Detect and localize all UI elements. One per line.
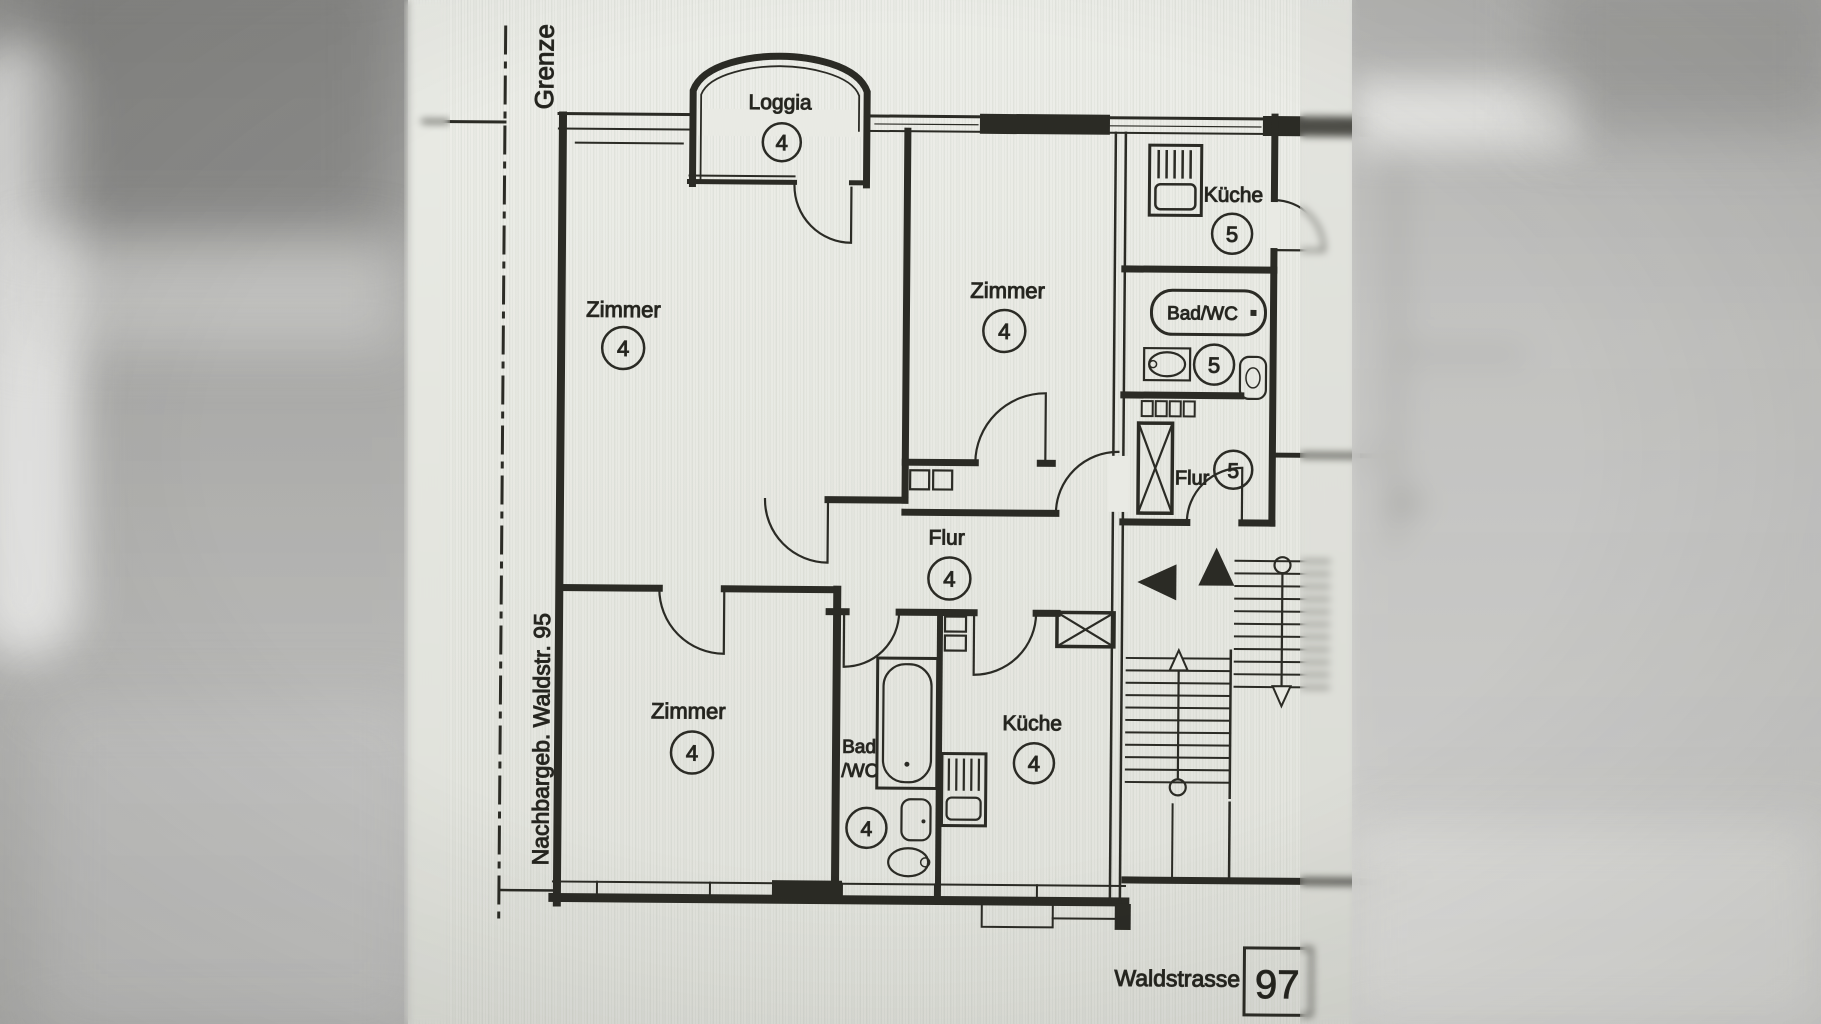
boundary-label: Grenze bbox=[529, 24, 560, 109]
room-label: Zimmer bbox=[651, 698, 726, 724]
room-number-circle bbox=[1210, 212, 1254, 256]
room-label-line1: Bad bbox=[842, 737, 876, 758]
room-bad-wc-5: Bad/WC 5 bbox=[1149, 288, 1267, 386]
loggia-label: Loggia bbox=[748, 91, 812, 114]
room-number-circle bbox=[1212, 449, 1254, 491]
stove-icon-kueche5 bbox=[1147, 143, 1204, 218]
room-label: Zimmer bbox=[586, 297, 661, 323]
room-label: Küche bbox=[1002, 712, 1062, 735]
room-label: Flur bbox=[929, 526, 965, 549]
neighbor-building-label: Nachbargeb. Waldstr. 95 bbox=[527, 613, 555, 865]
meter-boxes-kueche4 bbox=[943, 615, 968, 652]
room-label: Zimmer bbox=[970, 278, 1045, 304]
shaft-icon-kueche4 bbox=[1055, 610, 1116, 649]
street-label: Waldstrasse bbox=[1114, 965, 1240, 992]
staircase bbox=[1124, 559, 1331, 883]
meter-boxes-flur4 bbox=[908, 469, 954, 491]
bathtub-icon bbox=[1149, 288, 1267, 337]
room-number-circle bbox=[982, 308, 1027, 354]
shaft-icon-flur5 bbox=[1136, 421, 1175, 516]
interior-walls bbox=[555, 113, 1281, 904]
loggia: Loggia 4 bbox=[686, 52, 871, 244]
room-number: 5 bbox=[1226, 222, 1238, 247]
room-number: 4 bbox=[943, 566, 955, 591]
room-zimmer-n: Zimmer 4 bbox=[970, 277, 1046, 354]
room-number-circle bbox=[1192, 343, 1236, 386]
loggia-number: 4 bbox=[776, 130, 788, 155]
room-kueche-5: Küche 5 bbox=[1203, 183, 1264, 256]
house-number: 97 bbox=[1255, 963, 1300, 1007]
toilet-icon-bad5 bbox=[1238, 355, 1268, 401]
room-number: 4 bbox=[1028, 751, 1040, 776]
photo-blur-right bbox=[1352, 0, 1821, 1024]
room-number-circle bbox=[927, 556, 972, 601]
meter-boxes-flur5 bbox=[1140, 400, 1196, 418]
room-number-circle bbox=[1012, 741, 1056, 785]
room-label: Bad/WC bbox=[1167, 303, 1238, 325]
room-label: Flur bbox=[1175, 467, 1210, 489]
room-number: 4 bbox=[617, 336, 629, 361]
room-zimmer-sw: Zimmer 4 bbox=[650, 698, 726, 775]
room-bad-wc-4: Bad /WC 4 bbox=[841, 736, 888, 850]
room-number-circle bbox=[669, 730, 715, 775]
room-number: 5 bbox=[1208, 353, 1220, 378]
room-number: 5 bbox=[1227, 460, 1239, 483]
room-number-circle bbox=[600, 325, 646, 371]
room-number: 4 bbox=[686, 740, 698, 765]
room-zimmer-nw: Zimmer 4 bbox=[586, 296, 661, 371]
room-label: Küche bbox=[1204, 184, 1264, 207]
sink-icon-bad5 bbox=[1142, 346, 1192, 382]
loggia-door-arc bbox=[793, 184, 853, 244]
sink-icon-bad4 bbox=[900, 798, 932, 842]
loggia-number-circle bbox=[761, 121, 803, 163]
room-flur-4: Flur 4 bbox=[927, 526, 972, 601]
stove-icon-kueche4 bbox=[939, 751, 988, 828]
bathtub-icon-bad4 bbox=[875, 656, 940, 790]
toilet-icon-bad4 bbox=[887, 847, 931, 878]
stair-direction-line bbox=[1168, 556, 1293, 797]
room-flur-5: Flur 5 bbox=[1174, 449, 1254, 491]
room-kueche-4: Küche 4 bbox=[1002, 711, 1063, 785]
room-number-circle bbox=[845, 806, 888, 850]
room-number: 4 bbox=[998, 319, 1010, 344]
photo-blur-left bbox=[0, 0, 408, 1024]
arrow-left-icon bbox=[1137, 564, 1177, 601]
room-label-line2: /WC bbox=[841, 761, 878, 782]
room-number: 4 bbox=[860, 818, 872, 841]
street-annotation: Waldstrasse 97 bbox=[1114, 946, 1314, 1017]
arrow-up-icon bbox=[1198, 547, 1235, 586]
